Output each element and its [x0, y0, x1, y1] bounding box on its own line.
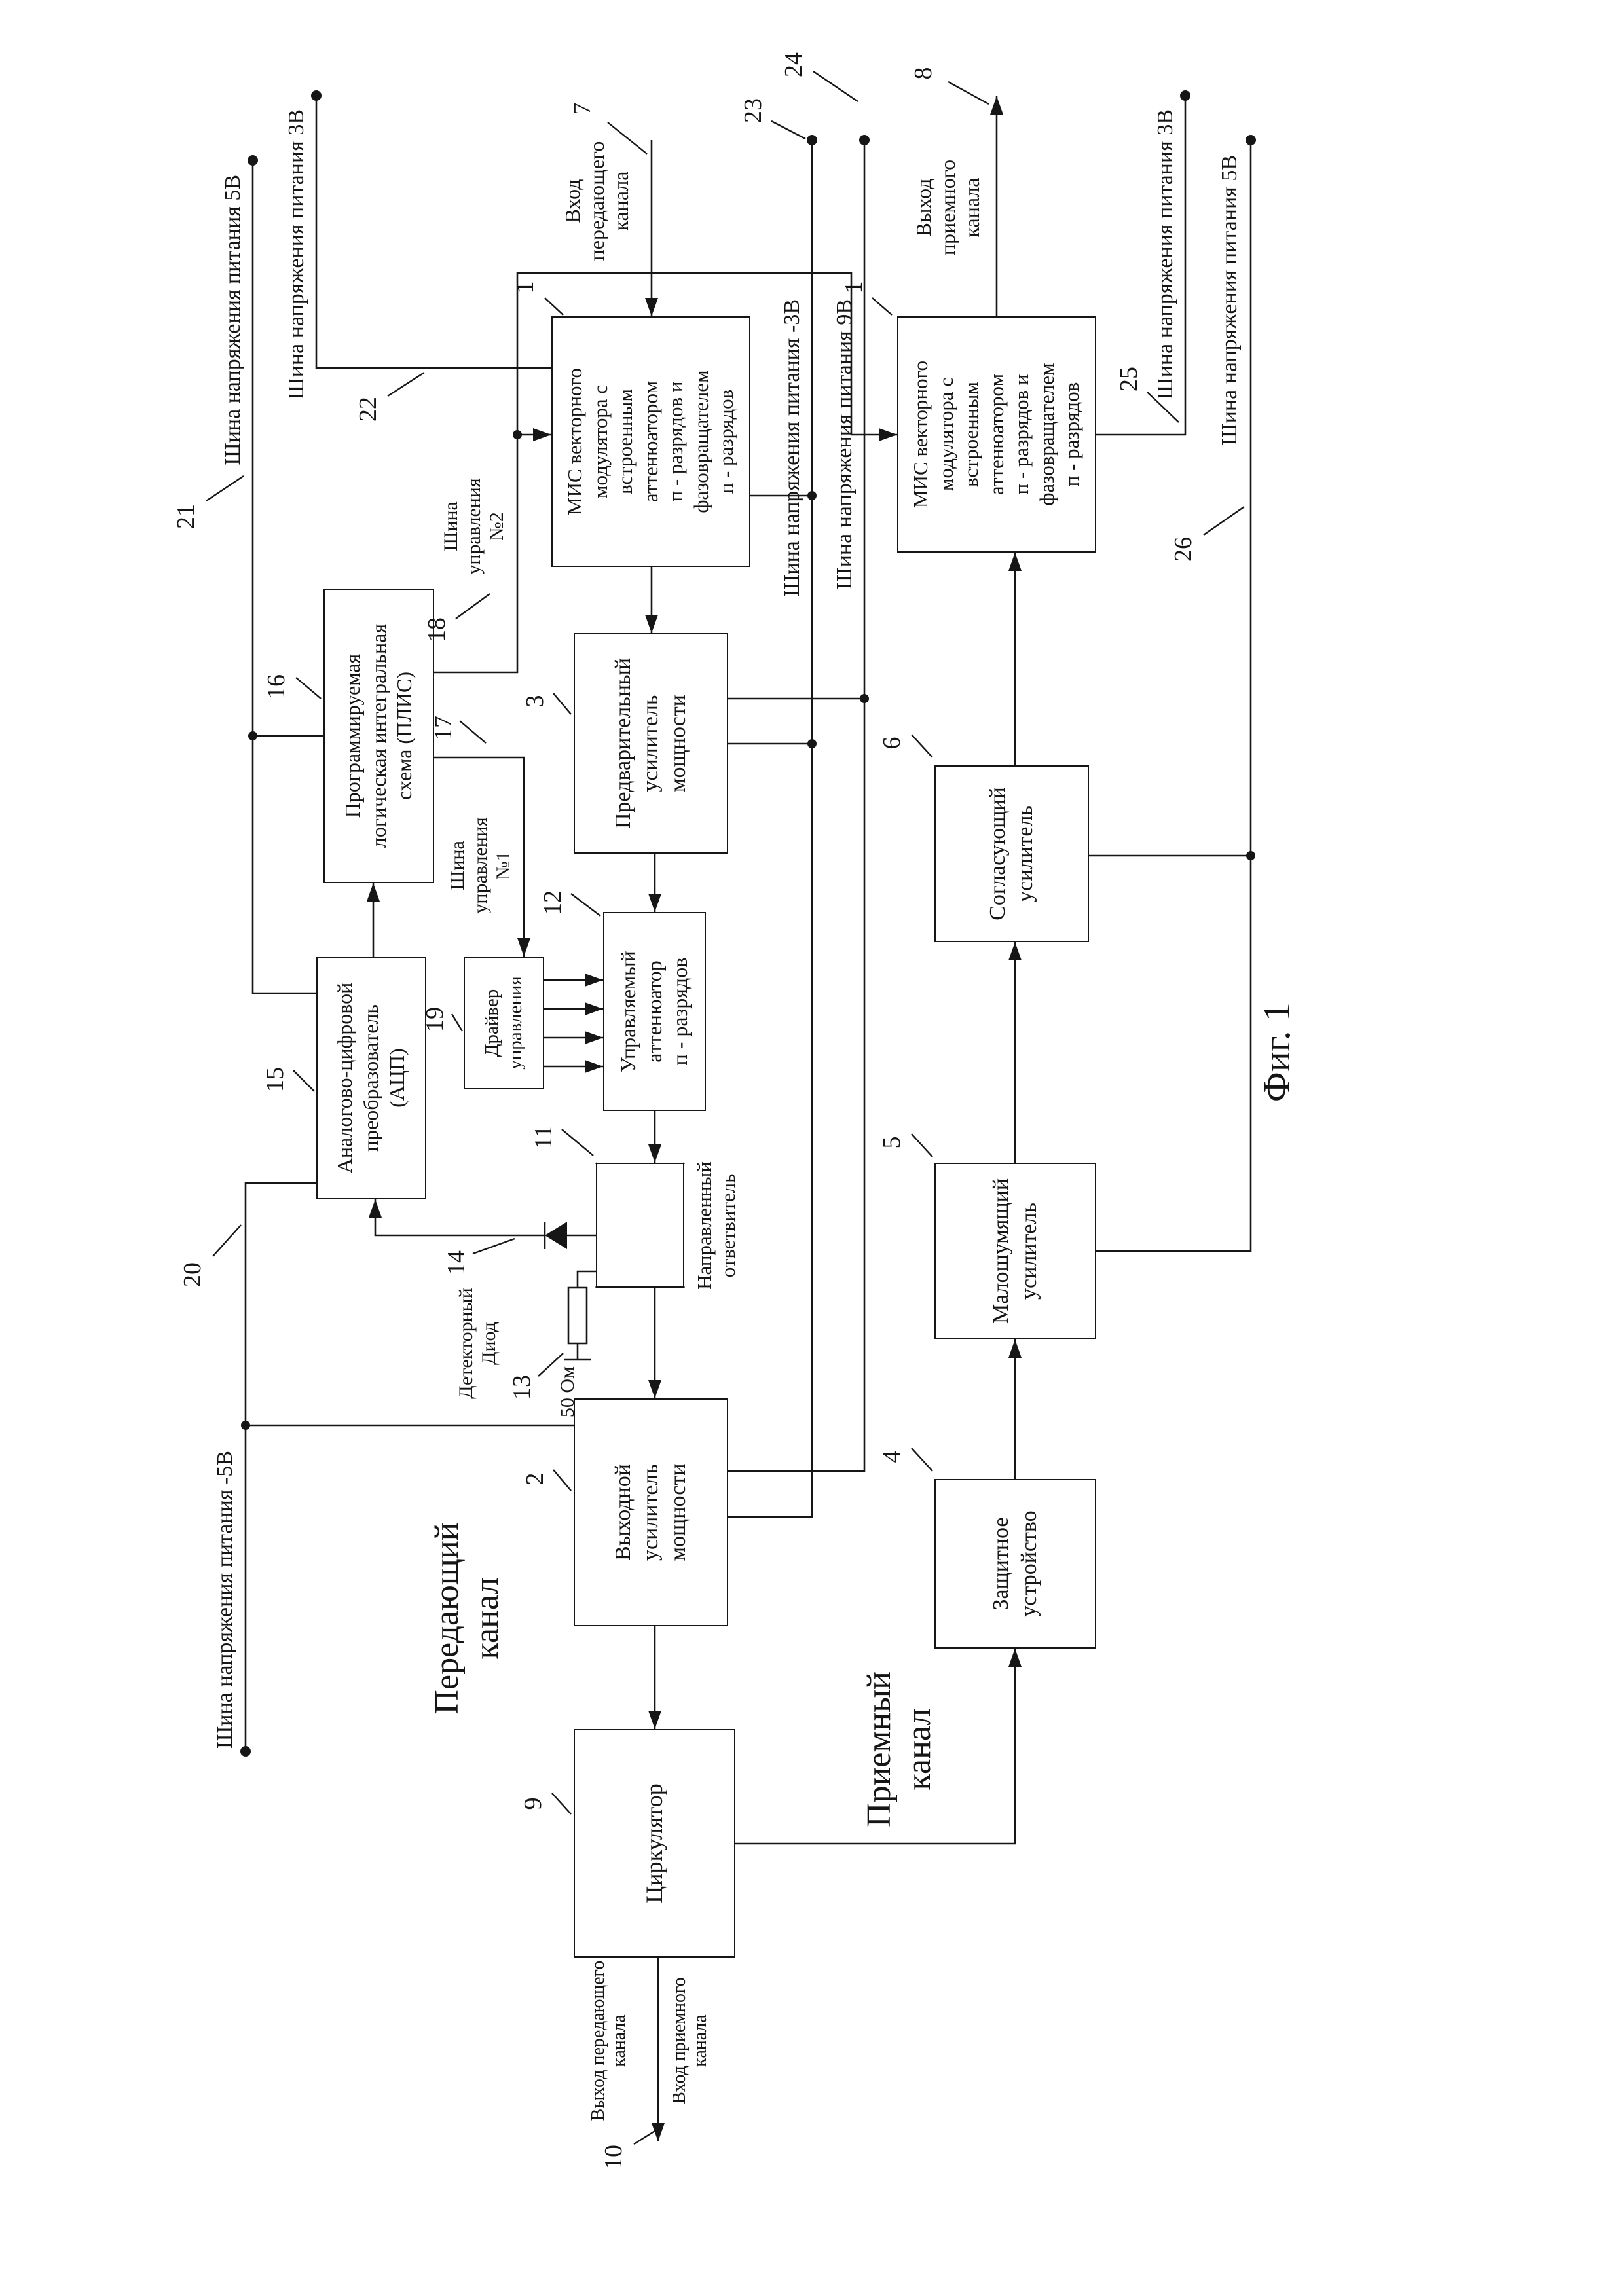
ref-numeral-6: 6 — [878, 737, 906, 750]
bus-label-9v-24: Шина напряжения питания 9В — [832, 299, 857, 590]
ref-numeral-2: 2 — [521, 1472, 549, 1485]
bus-label-3v-22: Шина напряжения питания 3В — [284, 109, 308, 400]
bus-label-5v-21: Шина напряжения питания 5В — [221, 175, 245, 465]
power-lines — [244, 96, 1252, 1751]
port-label-rx-output: Выход приемного канала — [912, 159, 984, 256]
ref-numeral-9: 9 — [519, 1797, 547, 1810]
ref-numeral-5: 5 — [878, 1136, 906, 1149]
block-fpga: Программируемая логическая интегральная … — [323, 589, 434, 883]
coupler-box — [596, 1163, 684, 1288]
heading-receive-channel: Приемный канал — [860, 1671, 938, 1827]
block-mis-vector-modulator-tx: МИС векторного модулятора с встроенным а… — [551, 316, 750, 567]
ref-numeral-16: 16 — [263, 674, 290, 699]
ref-numeral-15: 15 — [261, 1067, 289, 1092]
ref-numeral-7: 7 — [568, 102, 596, 115]
bus-label-neg3v-23: Шина напряжения питания -3В — [780, 299, 804, 597]
ref-numeral-23: 23 — [739, 98, 767, 123]
ref-numeral-20: 20 — [179, 1262, 206, 1287]
bus-label-control-1: Шина управления №1 — [447, 817, 514, 914]
block-control-driver: Драйвер управления — [464, 957, 544, 1089]
block-preliminary-power-amplifier: Предварительный усилитель мощности — [574, 633, 728, 854]
port-label-rx-input: Вход приемного канала — [669, 1977, 711, 2104]
block-mis-vector-modulator-rx: МИС векторного модулятора с встроенным а… — [897, 316, 1096, 553]
ref-numeral-17: 17 — [430, 716, 457, 740]
block-output-power-amplifier: Выходной усилитель мощности — [574, 1398, 728, 1626]
ref-numeral-10: 10 — [600, 2145, 627, 2170]
ref-numeral-12: 12 — [539, 890, 566, 915]
junction-dots — [240, 90, 1256, 1757]
ref-numeral-19: 19 — [421, 1007, 449, 1032]
ref-numeral-4: 4 — [878, 1450, 906, 1463]
ref-numeral-1-tx: 1 — [511, 281, 539, 294]
block-matching-amplifier: Согласующий усилитель — [934, 765, 1089, 942]
ref-numeral-1-rx: 1 — [840, 281, 868, 294]
ref-numeral-3: 3 — [521, 695, 549, 708]
block-controlled-attenuator: Управляемый аттенюатор п - разрядов — [603, 912, 706, 1111]
bus-label-neg5v-20: Шина напряжения питания -5В — [213, 1451, 237, 1749]
ref-numeral-26: 26 — [1170, 537, 1197, 562]
bus-label-3v-25: Шина напряжения питания 3В — [1153, 109, 1177, 400]
bus-label-control-2: Шина управления №2 — [440, 478, 507, 575]
block-low-noise-amplifier: Малошумящий усилитель — [934, 1163, 1096, 1339]
ref-numeral-18: 18 — [423, 617, 451, 642]
signal-lines — [367, 96, 1022, 2141]
ref-numeral-8: 8 — [910, 67, 937, 80]
leader-slashes — [206, 71, 1245, 2145]
label-directional-coupler: Направленный ответвитель — [693, 1161, 739, 1290]
heading-transmit-channel: Передающий канал — [428, 1522, 506, 1715]
port-label-tx-input: Вход передающего канала — [561, 141, 633, 261]
ref-numeral-24: 24 — [780, 52, 807, 77]
ref-numeral-14: 14 — [443, 1250, 470, 1275]
port-label-tx-output: Выход передающего канала — [588, 1960, 630, 2121]
bus-label-5v-26: Шина напряжения питания 5В — [1217, 155, 1242, 446]
label-50-ohm-load: 50 Ом — [557, 1366, 578, 1418]
diode-icon — [545, 1222, 567, 1249]
figure-caption: Фиг. 1 — [1255, 1002, 1298, 1102]
block-adc: Аналогово-цифровой преобразователь (АЦП) — [316, 957, 426, 1199]
block-protection-device: Защитное устройство — [934, 1479, 1096, 1649]
block-circulator: Циркулятор — [574, 1729, 735, 1958]
ref-numeral-22: 22 — [354, 397, 382, 422]
label-detector-diode: Детекторный Диод — [455, 1288, 500, 1399]
ref-numeral-11: 11 — [530, 1125, 557, 1150]
ref-numeral-13: 13 — [508, 1375, 536, 1400]
ref-numeral-21: 21 — [172, 504, 200, 529]
ref-numeral-25: 25 — [1115, 367, 1143, 392]
